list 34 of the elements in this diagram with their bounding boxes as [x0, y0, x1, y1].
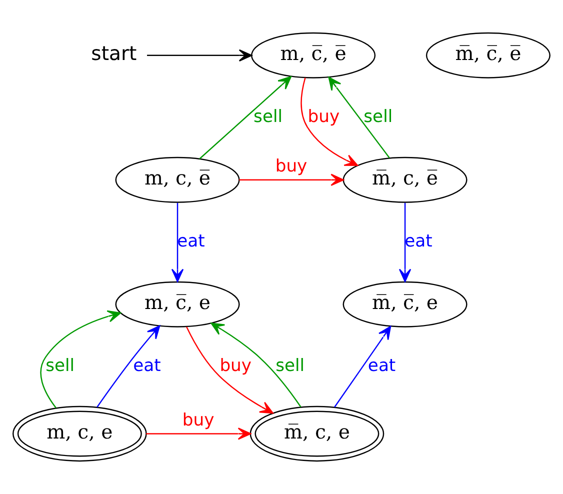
edge-label: buy [220, 356, 252, 376]
node-ellipse: m, c̅, e [115, 281, 240, 328]
edge-label: buy [308, 107, 340, 128]
arrow [334, 326, 392, 408]
node-ellipse: m, c, e [12, 406, 147, 462]
node-ellipse: m̅, c, e [250, 406, 384, 462]
node-ellipse: m̅, c̅, e [342, 281, 468, 328]
edge-label: buy [275, 156, 308, 177]
arrow [96, 325, 160, 408]
node-ellipse: m, c̅, e̅ [251, 32, 376, 78]
arrow [171, 202, 184, 282]
arrow [398, 202, 412, 282]
arrow [328, 76, 390, 158]
arrow [146, 428, 252, 440]
arrow [186, 326, 274, 414]
arrow [199, 76, 292, 160]
arrow [147, 49, 252, 62]
edge-label: eat [368, 356, 396, 376]
arrow [300, 78, 358, 166]
edge-label: buy [182, 410, 214, 430]
arrow [40, 310, 122, 408]
edge-label: sell [364, 107, 393, 128]
node-ellipse: m̅, c, e̅ [342, 156, 468, 203]
node-ellipse: m̅, c̅, e̅ [426, 32, 550, 78]
edge-label: sell [46, 356, 75, 376]
node-ellipse: m, c, e̅ [115, 156, 240, 203]
node-text: start [91, 42, 137, 66]
edge-label: eat [133, 356, 161, 376]
edge-label: eat [404, 232, 432, 252]
arrow [239, 174, 344, 186]
edge-label: sell [254, 107, 283, 128]
edge-label: sell [276, 356, 305, 376]
edge-label: eat [177, 232, 205, 252]
arrow [210, 322, 302, 408]
